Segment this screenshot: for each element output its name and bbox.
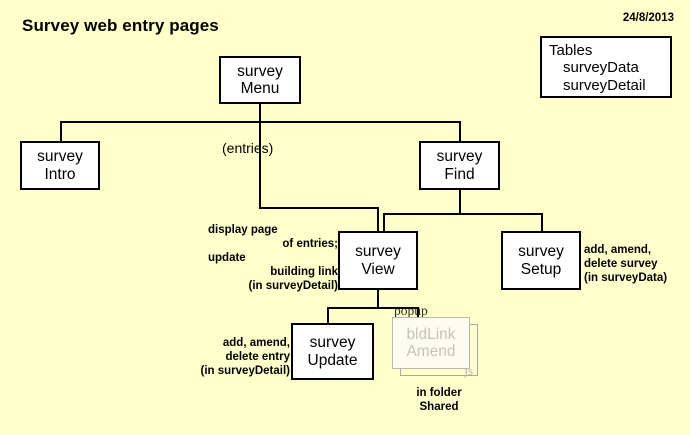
connector-view-drop (377, 290, 379, 308)
node-survey-intro-line1: survey (37, 148, 83, 166)
tables-item-surveydetail: surveyDetail (563, 76, 646, 94)
note-survey-setup-line2: delete survey (584, 258, 658, 271)
entries-label: (entries) (222, 140, 274, 156)
note-bldlink-amend-line1: in folder (416, 387, 462, 399)
node-survey-view-line1: survey (355, 243, 401, 261)
note-survey-update-line1: add, amend, (222, 337, 290, 349)
connector-find-to-setup (541, 213, 543, 231)
node-survey-find-line1: survey (436, 148, 483, 166)
date-label: 24/8/2013 (622, 12, 674, 24)
note-survey-view-line5: (in surveyDetail) (248, 280, 338, 293)
node-survey-update-line2: Update (307, 351, 358, 369)
note-survey-setup-line1: add, amend, (584, 244, 652, 256)
node-survey-setup-line2: Setup (520, 260, 562, 278)
note-survey-view: display page of entries; update building… (208, 223, 338, 293)
note-survey-view-line3: update (208, 252, 246, 265)
connector-to-find (459, 121, 461, 141)
node-survey-intro[interactable]: survey Intro (20, 141, 100, 190)
node-survey-menu[interactable]: survey Menu (219, 56, 301, 104)
node-survey-find[interactable]: survey Find (419, 141, 500, 190)
connector-find-to-view (383, 213, 385, 231)
js-tag-label: js (464, 363, 473, 378)
connector-to-bldlinkamend (417, 307, 419, 320)
note-bldlink-amend: in folder Shared (398, 386, 480, 414)
node-bldlink-amend[interactable]: bldLink Amend (392, 317, 470, 369)
note-survey-view-line1: display page (208, 224, 278, 236)
connector-to-update (327, 307, 329, 323)
connector-menu-drop (259, 104, 261, 122)
connector-find-drop (459, 185, 461, 214)
tables-heading: Tables (549, 42, 593, 59)
node-survey-menu-line1: survey (237, 62, 283, 80)
node-bldlink-amend-line1: bldLink (406, 325, 456, 343)
node-survey-menu-line2: Menu (240, 80, 280, 97)
tables-item-surveydata: surveyData (563, 59, 639, 77)
node-survey-view-line2: View (361, 260, 395, 278)
note-survey-setup-line3: (in surveyData) (584, 272, 668, 285)
note-survey-update: add, amend, delete entry (in surveyDetai… (190, 336, 290, 378)
connector-find-bar (383, 213, 543, 215)
node-survey-intro-line2: Intro (44, 165, 76, 183)
node-survey-update-line1: survey (309, 334, 356, 352)
node-survey-find-line2: Find (444, 165, 475, 183)
connector-to-intro (60, 121, 62, 141)
note-survey-update-line2: delete entry (225, 351, 290, 364)
popup-label: popup (394, 303, 428, 318)
connector-view-top-leg (377, 207, 379, 231)
node-survey-update[interactable]: survey Update (291, 323, 374, 380)
connector-entries-drop (259, 121, 261, 209)
node-bldlink-amend-line2: Amend (406, 343, 456, 360)
tables-box: Tables surveyData surveyDetail (540, 36, 672, 98)
note-survey-setup: add, amend, delete survey (in surveyData… (584, 243, 690, 285)
page-title: Survey web entry pages (22, 16, 219, 35)
note-bldlink-amend-line2: Shared (419, 401, 459, 414)
node-survey-view[interactable]: survey View (338, 231, 418, 290)
node-survey-setup-line1: survey (518, 243, 564, 261)
node-survey-setup[interactable]: survey Setup (501, 231, 581, 290)
connector-view-bar (327, 307, 419, 309)
note-survey-view-line2: of entries; (282, 238, 338, 251)
note-survey-update-line3: (in surveyDetail) (200, 365, 290, 378)
connector-entries-across (259, 207, 379, 209)
note-survey-view-line4: building link (270, 266, 338, 279)
